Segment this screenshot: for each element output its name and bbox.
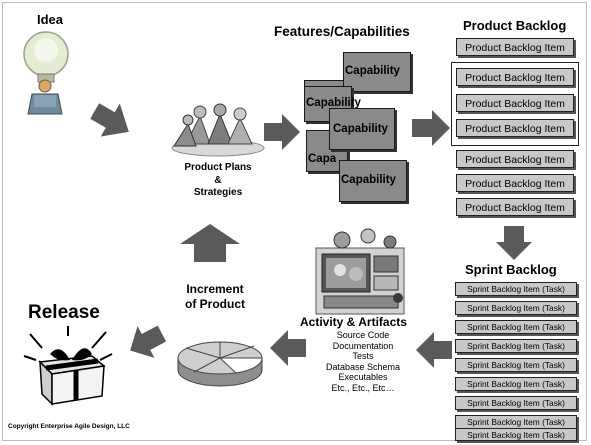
sprint-backlog-item: Sprint Backlog Item (Task) [455, 301, 577, 315]
gift-box-icon [23, 326, 113, 406]
arrow-backlog-to-sprint [496, 226, 532, 260]
activity-title: Activity & Artifacts [300, 315, 407, 329]
product-backlog-item: Product Backlog Item [456, 198, 574, 216]
release-title: Release [28, 302, 100, 323]
arrow-activity-to-increment [270, 330, 306, 366]
copyright-text: Copyright Enterprise Agile Design, LLC [8, 423, 130, 430]
capability-card: Capability [343, 52, 411, 92]
sprint-backlog-item: Sprint Backlog Item (Task) [455, 282, 577, 296]
product-backlog-item: Product Backlog Item [456, 38, 574, 56]
work-activity-illustration [315, 228, 405, 315]
sprint-backlog-item: Sprint Backlog Item (Task) [455, 358, 577, 372]
sprint-backlog-item: Sprint Backlog Item (Task) [455, 396, 577, 410]
team-planning-illustration [171, 103, 265, 157]
features-title: Features/Capabilities [274, 24, 410, 39]
sprint-backlog-item: Sprint Backlog Item (Task) [455, 377, 577, 391]
artifact-item: Etc., Etc., Etc… [331, 382, 395, 393]
sprint-backlog-item: Sprint Backlog Item (Task) [455, 320, 577, 334]
arrow-idea-to-plans [90, 103, 129, 137]
product-backlog-title: Product Backlog [463, 18, 567, 33]
artifact-list: Source Code Documentation Tests Database… [318, 330, 408, 393]
artifact-item: Documentation [332, 340, 394, 351]
sprint-backlog-item: Sprint Backlog Item (Task) [455, 415, 577, 429]
artifact-item: Database Schema [325, 361, 401, 372]
capability-card: Capability [339, 160, 407, 202]
artifact-item: Source Code [336, 330, 390, 340]
capability-card: Capability [329, 108, 395, 150]
arrow-sprint-to-activity [416, 332, 452, 368]
product-plans-label: Product Plans & Strategies [184, 162, 252, 198]
pie-increment-icon [177, 341, 263, 387]
arrow-plans-to-features [264, 114, 300, 150]
sprint-backlog-item: Sprint Backlog Item (Task) [455, 428, 577, 441]
selected-backlog-group [451, 62, 579, 146]
increment-label: Increment of Product [185, 282, 245, 311]
idea-title: Idea [37, 12, 64, 27]
product-backlog-item: Product Backlog Item [456, 150, 574, 168]
slide-frame [2, 2, 587, 441]
artifact-item: Tests [352, 351, 374, 361]
arrow-increment-to-release [130, 325, 167, 358]
product-backlog-item: Product Backlog Item [456, 174, 574, 192]
product-backlog-item: Product Backlog Item [456, 119, 574, 137]
artifact-item: Executables [338, 372, 388, 382]
product-backlog-item: Product Backlog Item [456, 94, 574, 112]
arrow-features-to-backlog [412, 110, 450, 146]
lightbulb-person-icon [23, 31, 69, 115]
sprint-backlog-item: Sprint Backlog Item (Task) [455, 339, 577, 353]
product-backlog-item: Product Backlog Item [456, 68, 574, 86]
arrow-increment-to-plans [180, 224, 240, 262]
sprint-backlog-title: Sprint Backlog [465, 262, 557, 277]
